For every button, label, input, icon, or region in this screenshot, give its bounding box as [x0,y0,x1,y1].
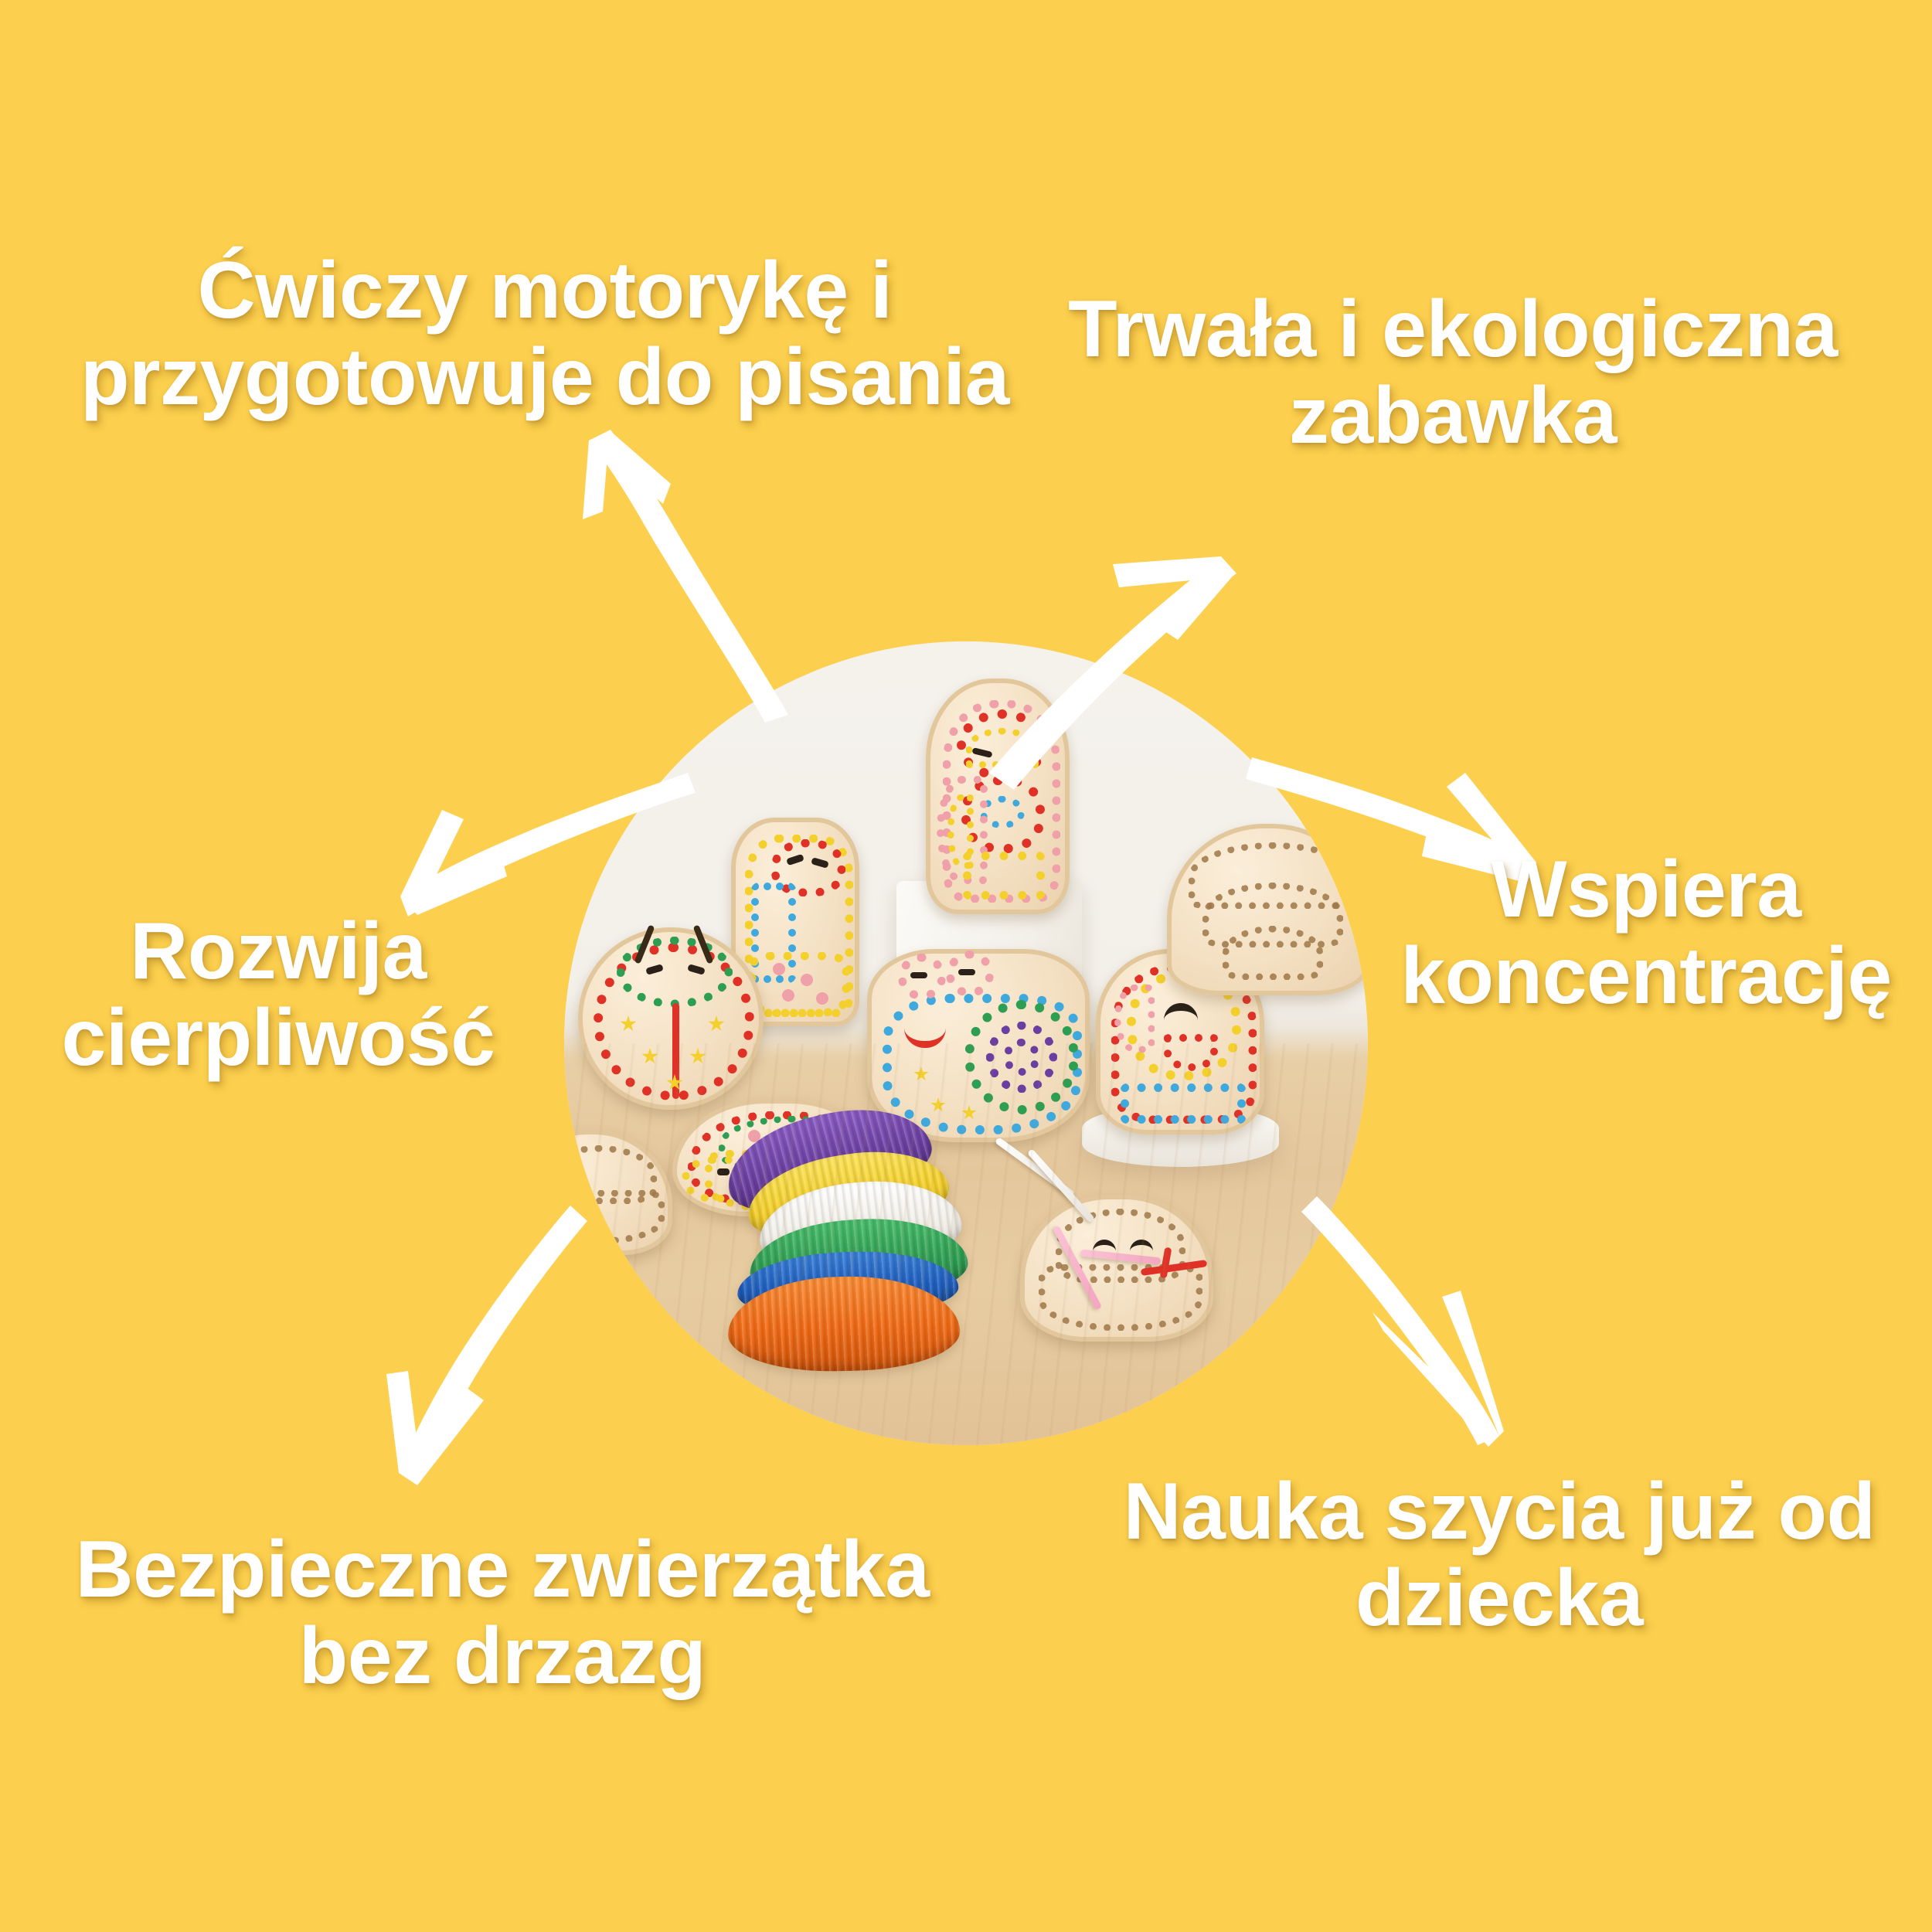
callout-label-concentration: Wspiera koncentrację [1400,845,1892,1022]
callout-label-patience: Rozwija cierpliwość [61,906,495,1083]
sewing-needle-white-1 [995,1137,1075,1198]
callout-label-sewing-from-early-age: Nauka szycia już od dziecka [1123,1467,1876,1644]
animal-board-blank [564,1130,672,1255]
arrow-bottom-left-icon [386,1206,587,1485]
animal-board-cat [926,679,1070,914]
animal-board-ladybug [578,924,764,1110]
callout-label-motor-skills: Ćwiczy motorykę i przygotowuje do pisani… [80,246,1009,423]
sewing-needle-white-2 [1026,1148,1096,1223]
product-photo-scene [564,641,1368,1445]
product-photo-circle [564,641,1368,1445]
display-base-disc [1082,1105,1279,1167]
animal-board-tree [1167,824,1368,995]
callout-label-safe-no-splinters: Bezpieczne zwierzątka bez drzazg [75,1525,930,1702]
thread-skein-white [755,1173,965,1277]
animal-board-octopus [1020,1195,1213,1342]
sewing-needle-pink-2 [1080,1249,1162,1265]
callout-label-durable-eco: Trwała i ekologiczna zabawka [1068,284,1838,461]
thread-skein-yellow [741,1139,954,1250]
thread-skein-purple [717,1092,940,1228]
animal-board-hedgehog [672,1099,883,1216]
thread-skein-orange [726,1274,961,1373]
animal-board-snail [867,949,1090,1142]
thread-skein-green [747,1213,970,1308]
sewing-needle-pink-1 [1052,1225,1103,1311]
thread-skein-blue [736,1248,960,1321]
